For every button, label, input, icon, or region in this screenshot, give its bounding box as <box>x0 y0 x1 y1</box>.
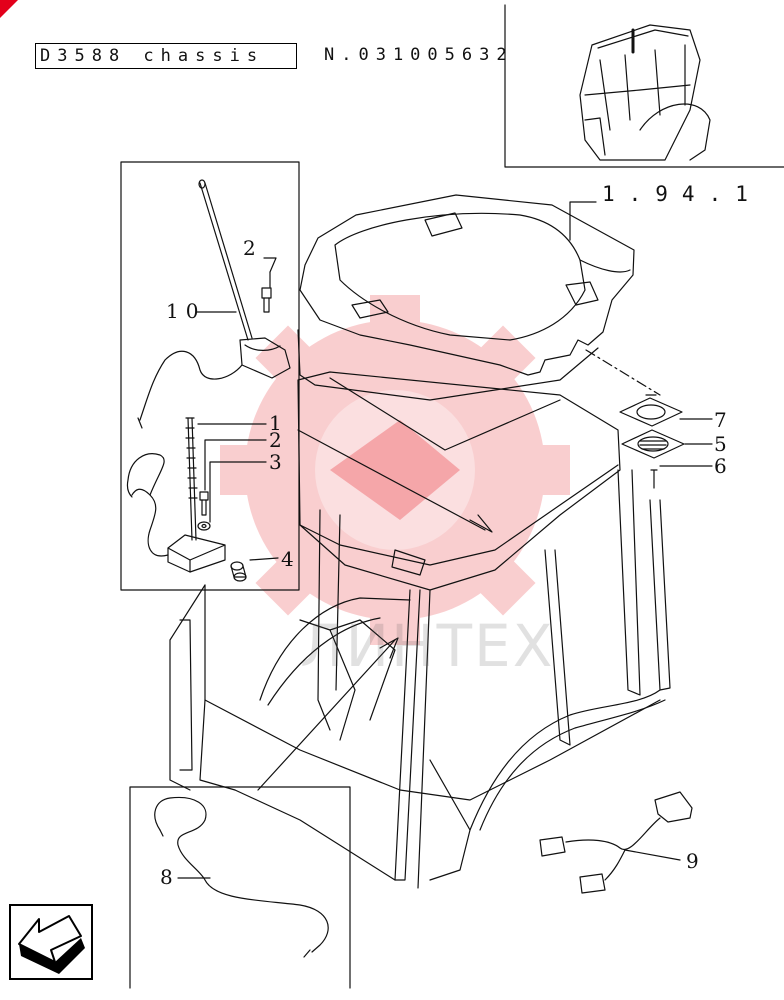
antenna-whip-1 <box>126 417 226 573</box>
grille-5 <box>621 429 685 459</box>
watermark-text: ЛИНТЕХ <box>300 612 555 680</box>
gear-logo-inner <box>315 390 475 550</box>
leader-3 <box>209 461 267 523</box>
screw-6 <box>650 469 658 489</box>
antenna-whip-10 <box>137 179 291 429</box>
cab-roof-shell <box>297 371 621 591</box>
chassis-label: D3588 chassis <box>35 43 297 69</box>
leaders-7-5-6 <box>659 418 713 467</box>
corner-mark-icon <box>0 0 18 18</box>
centerline <box>585 349 661 396</box>
cab-roof-liner <box>299 194 635 376</box>
callout-7: 7 <box>714 408 727 432</box>
cab-frame <box>169 469 671 889</box>
antenna-inset-frame <box>120 161 300 591</box>
arrow-head-roof <box>469 514 493 533</box>
callout-10: 10 <box>166 299 206 323</box>
callout-9: 9 <box>686 849 699 873</box>
callout-1: 1 <box>269 411 282 435</box>
wire-harness-9 <box>539 791 693 894</box>
screw-2 <box>199 491 209 516</box>
nut-4 <box>230 561 247 582</box>
cable-inset-frame <box>129 786 351 989</box>
callout-2: 2 <box>269 428 282 452</box>
callout-2-top: 2 <box>243 236 256 260</box>
callout-8: 8 <box>160 865 173 889</box>
washer-3 <box>197 521 211 531</box>
tractor-thumbnail <box>579 24 711 161</box>
leader-ref <box>569 201 597 241</box>
cab-roof-panel <box>297 329 599 451</box>
arrow-shaft-roof <box>297 429 486 531</box>
callout-3: 3 <box>269 450 282 474</box>
back-arrow-icon[interactable] <box>9 904 93 980</box>
callout-5: 5 <box>714 432 727 456</box>
arrow-head-cab <box>379 637 399 659</box>
callout-4: 4 <box>281 547 294 571</box>
reference-label: 1.94.1 <box>602 182 762 206</box>
inset-frame <box>504 4 784 168</box>
bolt-2-top <box>261 257 277 313</box>
leader-2b <box>204 439 267 491</box>
leader-4 <box>249 557 279 561</box>
callout-6: 6 <box>714 454 727 478</box>
antenna-cable-8 <box>154 796 329 958</box>
mounting-plate-7 <box>619 394 683 427</box>
arrow-shaft-cab <box>257 639 396 791</box>
chassis-number: N.031005632 <box>324 45 514 65</box>
